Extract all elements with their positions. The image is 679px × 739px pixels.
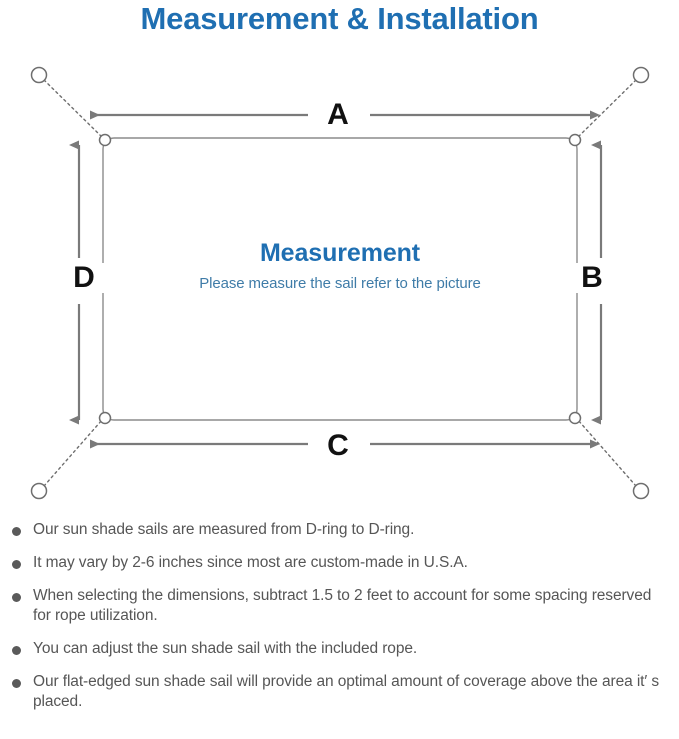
- diagram-center-subheading: Please measure the sail refer to the pic…: [199, 275, 481, 292]
- bullet-icon: [12, 527, 21, 536]
- d-ring-bottom-right: [568, 411, 582, 425]
- rope-top-left: [43, 79, 103, 138]
- sail-measurement-diagram: A B C D Measurement Please measure the s…: [0, 48, 679, 508]
- d-ring-top-left: [98, 133, 112, 147]
- bullet-icon: [12, 679, 21, 688]
- rope-bottom-right: [577, 419, 637, 487]
- d-ring-bottom-left: [98, 411, 112, 425]
- d-ring-top-right: [568, 133, 582, 147]
- dimension-label-d: D: [62, 263, 106, 293]
- bullet-icon: [12, 646, 21, 655]
- dimension-label-c: C: [313, 431, 363, 461]
- note-text: Our flat-edged sun shade sail will provi…: [33, 673, 660, 710]
- anchor-ring-bottom-right: [632, 482, 650, 500]
- rope-lines: [43, 79, 637, 487]
- list-item: Our flat-edged sun shade sail will provi…: [0, 672, 679, 712]
- list-item: When selecting the dimensions, subtract …: [0, 586, 679, 626]
- rope-bottom-left: [43, 419, 103, 487]
- list-item: Our sun shade sails are measured from D-…: [0, 520, 679, 540]
- notes-list: Our sun shade sails are measured from D-…: [0, 520, 679, 725]
- dimension-label-b: B: [570, 263, 614, 293]
- dimension-label-a: A: [313, 100, 363, 130]
- list-item: You can adjust the sun shade sail with t…: [0, 639, 679, 659]
- list-item: It may vary by 2-6 inches since most are…: [0, 553, 679, 573]
- rope-top-right: [577, 79, 637, 138]
- diagram-canvas: [30, 66, 650, 500]
- note-text: When selecting the dimensions, subtract …: [33, 587, 652, 624]
- d-rings: [98, 133, 582, 425]
- anchor-ring-top-left: [30, 66, 48, 84]
- note-text: You can adjust the sun shade sail with t…: [33, 640, 418, 657]
- bullet-icon: [12, 560, 21, 569]
- diagram-center-heading: Measurement: [259, 239, 421, 267]
- anchor-rings: [30, 66, 650, 500]
- diagram-center-caption: Measurement Please measure the sail refe…: [110, 238, 570, 294]
- anchor-ring-bottom-left: [30, 482, 48, 500]
- note-text: Our sun shade sails are measured from D-…: [33, 521, 415, 538]
- note-text: It may vary by 2-6 inches since most are…: [33, 554, 468, 571]
- anchor-ring-top-right: [632, 66, 650, 84]
- page-title: Measurement & Installation: [140, 1, 539, 36]
- bullet-icon: [12, 593, 21, 602]
